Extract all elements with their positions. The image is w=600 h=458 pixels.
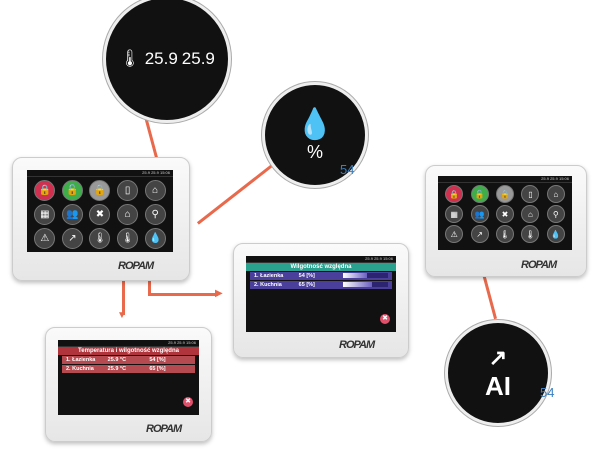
keypad-temperature: 25.9 25.9 15:06 Temperatura i wilgotność… bbox=[45, 327, 212, 442]
keypad-right: 25.9 25.9 15:06 🔒🔓🔒▯⌂▦👥✖⌂⚲⚠↗🌡🌡💧 ROPAM bbox=[425, 165, 587, 277]
cell-hum: 65 [%] bbox=[149, 366, 166, 372]
close-button[interactable]: ✖ bbox=[183, 397, 193, 407]
thermometer-icon: 🌡 bbox=[119, 49, 141, 68]
close-button[interactable]: ✖ bbox=[380, 314, 390, 324]
humidity-bar bbox=[343, 273, 389, 278]
humidity-loupe: 💧 % bbox=[262, 82, 368, 188]
water-drops-icon: 💧 bbox=[296, 108, 334, 141]
users-icon[interactable]: 👥 bbox=[61, 204, 83, 225]
humidity-icon[interactable]: 💧 bbox=[546, 225, 565, 243]
ai-loupe: ↗ AI bbox=[445, 320, 551, 426]
humidity-screen-title: Wilgotność względna bbox=[246, 263, 396, 271]
table-row: 1. Łazienka 54 [%] bbox=[250, 272, 392, 280]
search-icon[interactable]: ⚲ bbox=[144, 204, 166, 225]
cell-name: 1. Łazienka bbox=[254, 273, 284, 279]
cell-hum: 54 [%] bbox=[149, 357, 166, 363]
search-icon[interactable]: ⚲ bbox=[546, 205, 565, 223]
ropam-logo: ROPAM bbox=[118, 260, 154, 272]
map-icon[interactable]: ▦ bbox=[34, 204, 56, 225]
keypad-screen: 25.9 25.9 15:06 🔒🔓🔒▯⌂▦👥✖⌂⚲⚠↗🌡🌡💧 bbox=[438, 176, 572, 250]
lock-open-icon[interactable]: 🔓 bbox=[470, 185, 489, 203]
connector-line bbox=[148, 293, 218, 296]
tools-icon[interactable]: ✖ bbox=[495, 205, 514, 223]
temp-humidity-icon[interactable]: 🌡 bbox=[521, 225, 540, 243]
lock-open-icon[interactable]: 🔓 bbox=[61, 180, 83, 201]
arrow-down-icon: ▼ bbox=[117, 310, 127, 321]
warning-icon[interactable]: ⚠ bbox=[34, 228, 56, 249]
cell-hum: 65 [%] bbox=[298, 282, 315, 288]
humidity-bar bbox=[343, 282, 389, 287]
temperature-loupe: 🌡 25.9 25.9 bbox=[103, 0, 231, 123]
house-icon[interactable]: ⌂ bbox=[144, 180, 166, 201]
house-settings-icon[interactable]: ⌂ bbox=[521, 205, 540, 223]
arrow-right-icon: ▶ bbox=[215, 288, 223, 299]
humidity-bar-fill bbox=[343, 282, 373, 287]
cell-temp: 25.9 °C bbox=[107, 366, 127, 372]
lock-armed-icon[interactable]: 🔒 bbox=[34, 180, 56, 201]
tools-icon[interactable]: ✖ bbox=[89, 204, 111, 225]
keypad-main: 25.9 25.9 15:06 🔒🔓🔒▯⌂▦👥✖⌂⚲⚠↗🌡🌡💧 ROPAM bbox=[12, 157, 190, 281]
ropam-logo: ROPAM bbox=[146, 423, 182, 435]
ropam-logo: ROPAM bbox=[339, 339, 375, 351]
temp-screen-title: Temperatura i wilgotność względna bbox=[58, 347, 199, 355]
cell-name: 2. Kuchnia bbox=[66, 366, 94, 372]
cell-name: 2. Kuchnia bbox=[254, 282, 282, 288]
temp-humidity-icon[interactable]: 🌡 bbox=[117, 228, 139, 249]
lock-icon[interactable]: 🔒 bbox=[495, 185, 514, 203]
status-bar: 25.9 25.9 15:06 bbox=[27, 170, 173, 177]
humidity-bar-fill bbox=[343, 273, 368, 278]
table-row: 2. Kuchnia 65 [%] bbox=[250, 281, 392, 289]
warning-icon[interactable]: ⚠ bbox=[445, 225, 464, 243]
thermometer-icon[interactable]: 🌡 bbox=[89, 228, 111, 249]
cell-hum: 54 [%] bbox=[298, 273, 315, 279]
keypad-humidity: 25.9 25.9 15:06 Wilgotność względna 1. Ł… bbox=[233, 243, 409, 358]
thermometer-icon[interactable]: 🌡 bbox=[495, 225, 514, 243]
humidity-icon[interactable]: 💧 bbox=[144, 228, 166, 249]
lock-icon[interactable]: 🔒 bbox=[89, 180, 111, 201]
ai-chart-icon[interactable]: ↗ bbox=[470, 225, 489, 243]
table-row: 1. Łazienka 25.9 °C 54 [%] bbox=[62, 356, 195, 364]
door-icon[interactable]: ▯ bbox=[117, 180, 139, 201]
cell-temp: 25.9 °C bbox=[107, 357, 127, 363]
cell-name: 1. Łazienka bbox=[66, 357, 96, 363]
house-icon[interactable]: ⌂ bbox=[546, 185, 565, 203]
map-icon[interactable]: ▦ bbox=[445, 205, 464, 223]
ropam-logo: ROPAM bbox=[521, 259, 557, 271]
door-icon[interactable]: ▯ bbox=[521, 185, 540, 203]
users-icon[interactable]: 👥 bbox=[470, 205, 489, 223]
ai-chart-icon[interactable]: ↗ bbox=[61, 228, 83, 249]
keypad-screen: 25.9 25.9 15:06 🔒🔓🔒▯⌂▦👥✖⌂⚲⚠↗🌡🌡💧 bbox=[27, 170, 173, 252]
house-settings-icon[interactable]: ⌂ bbox=[117, 204, 139, 225]
chart-up-icon: ↗ bbox=[488, 344, 508, 370]
table-row: 2. Kuchnia 25.9 °C 65 [%] bbox=[62, 365, 195, 373]
lock-armed-icon[interactable]: 🔒 bbox=[445, 185, 464, 203]
